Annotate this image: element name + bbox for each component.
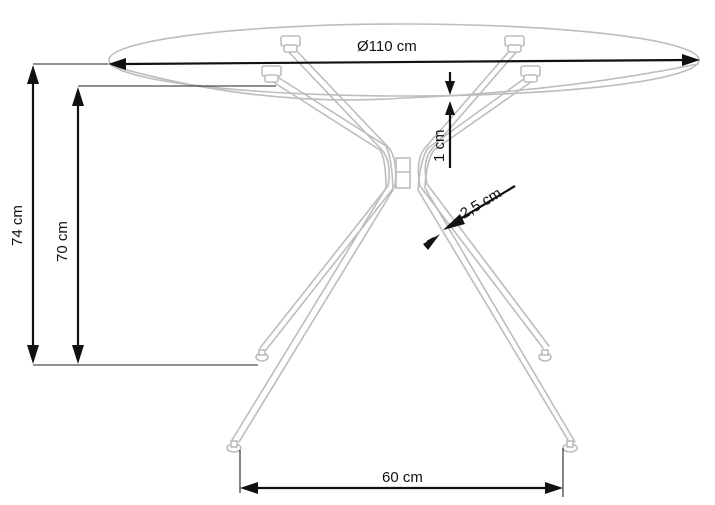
dimension-frame-height: 70 cm xyxy=(54,85,276,364)
label-tabletop-diameter: Ø110 cm xyxy=(357,38,417,55)
label-leg-tube-diameter: 2,5 cm xyxy=(457,185,504,223)
label-total-height: 74 cm xyxy=(9,205,26,246)
leg-front-right xyxy=(417,75,569,441)
leg-back-right xyxy=(417,47,544,349)
dimension-glass-thickness: 1 cm xyxy=(431,72,455,168)
label-frame-height: 70 cm xyxy=(54,221,71,262)
dimension-tabletop-diameter: Ø110 cm xyxy=(108,38,700,70)
central-hub xyxy=(395,157,411,189)
glass-support-cups xyxy=(261,35,541,83)
dimension-total-height: 74 cm xyxy=(9,63,258,366)
label-glass-thickness: 1 cm xyxy=(431,129,448,162)
leg-back-left xyxy=(259,47,390,349)
leg-feet xyxy=(226,349,578,453)
table-frame xyxy=(108,23,700,453)
label-leg-spread: 60 cm xyxy=(382,469,423,486)
leg-front-left xyxy=(231,79,387,441)
dimension-leg-spread: 60 cm xyxy=(239,448,564,497)
